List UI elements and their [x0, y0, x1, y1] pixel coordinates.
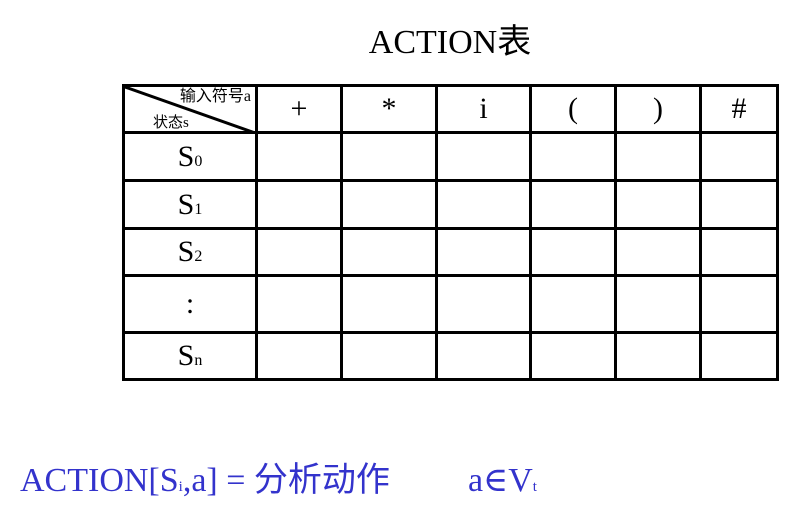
state-cell: S1 [122, 179, 258, 230]
action-cell [529, 227, 617, 277]
action-cell [699, 274, 779, 334]
action-cell [340, 331, 438, 381]
action-cell [435, 227, 532, 277]
action-cell [255, 274, 343, 334]
col-header: + [255, 84, 343, 134]
state-label: 状态s [153, 115, 189, 131]
action-cell [614, 227, 702, 277]
state-cell: Sn [122, 331, 258, 381]
condition: a∈V [467, 462, 533, 499]
col-header: ( [529, 84, 617, 134]
state-cell: S2 [122, 227, 258, 277]
action-cell [435, 274, 532, 334]
action-cell [699, 131, 779, 182]
diagonal-line-icon [126, 88, 250, 130]
action-cell [255, 131, 343, 182]
action-cell [255, 227, 343, 277]
action-cell [614, 274, 702, 334]
action-cell [255, 331, 343, 381]
action-cell [529, 274, 617, 334]
action-cell [435, 331, 532, 381]
action-cell [529, 131, 617, 182]
action-cell [529, 331, 617, 381]
action-cell [614, 179, 702, 230]
col-header: ) [614, 84, 702, 134]
action-cell [614, 131, 702, 182]
state-cell: : [122, 274, 258, 334]
action-cell [255, 179, 343, 230]
action-cell [340, 227, 438, 277]
table-row: S0 [122, 131, 779, 182]
action-table: 输入符号a 状态s + * i ( ) # S0 S1 S2 : Sn [122, 84, 779, 381]
action-cell [435, 131, 532, 182]
action-cell [614, 331, 702, 381]
col-header: * [340, 84, 438, 134]
table-row: S2 [122, 227, 779, 277]
action-cell [340, 179, 438, 230]
corner-cell: 输入符号a 状态s [122, 84, 258, 134]
action-cell [435, 179, 532, 230]
table-row: S1 [122, 179, 779, 230]
action-cell [699, 179, 779, 230]
col-header: # [699, 84, 779, 134]
input-symbol-label: 输入符号a [179, 88, 251, 106]
action-cell [699, 227, 779, 277]
action-cell [340, 131, 438, 182]
action-cell [699, 331, 779, 381]
col-header: i [435, 84, 532, 134]
header-row: 输入符号a 状态s + * i ( ) # [122, 84, 779, 134]
table-row: : [122, 274, 779, 334]
state-cell: S0 [122, 131, 258, 182]
table-row: Sn [122, 331, 779, 381]
action-cell [529, 179, 617, 230]
page-title: ACTION表 [368, 24, 532, 61]
action-cell [340, 274, 438, 334]
